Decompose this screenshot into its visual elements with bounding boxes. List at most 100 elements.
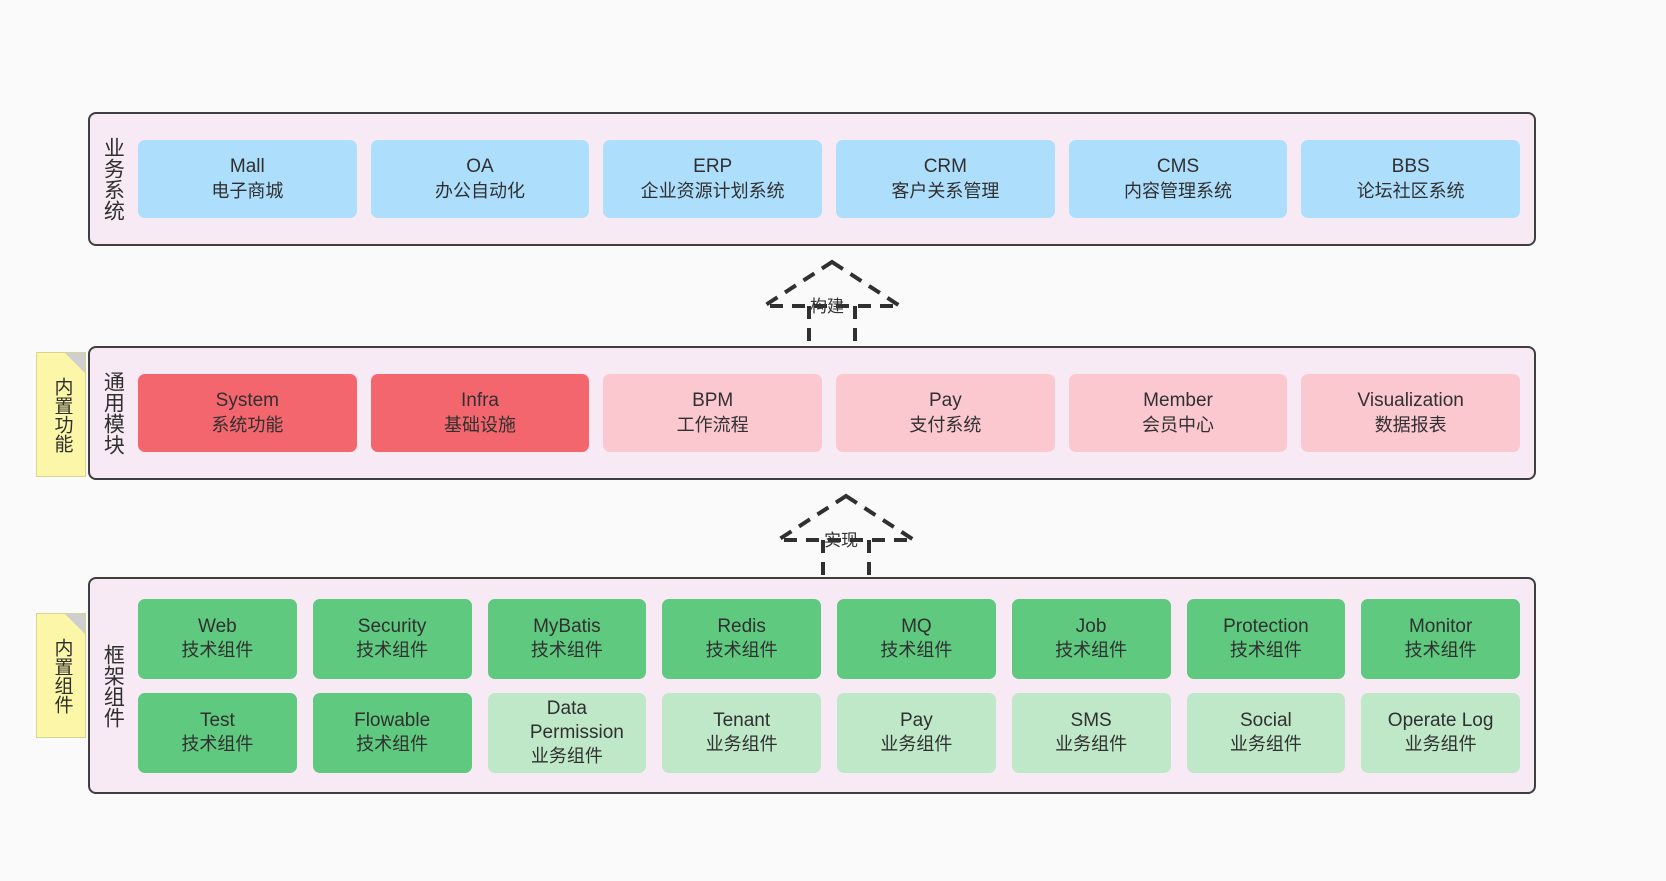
node-subtitle: 论坛社区系统 bbox=[1356, 180, 1465, 201]
node-subtitle: 企业资源计划系统 bbox=[640, 180, 785, 201]
node-subtitle: 工作流程 bbox=[676, 414, 749, 435]
node-subtitle: 系统功能 bbox=[211, 414, 284, 435]
node-test[interactable]: Test 技术组件 bbox=[138, 692, 297, 773]
node-monitor[interactable]: Monitor 技术组件 bbox=[1361, 598, 1520, 679]
node-subtitle: 技术组件 bbox=[181, 734, 254, 755]
node-title: Operate Log bbox=[1387, 709, 1494, 731]
node-subtitle: 基础设施 bbox=[444, 414, 516, 435]
node-title: OA bbox=[466, 156, 494, 178]
node-title: Web bbox=[198, 615, 237, 637]
node-cms[interactable]: CMS 内容管理系统 bbox=[1068, 140, 1288, 218]
connector-label-implement: 实现 bbox=[824, 531, 858, 550]
node-protection[interactable]: Protection 技术组件 bbox=[1186, 598, 1346, 679]
framework-row-business: Test 技术组件 Flowable 技术组件 Data Permission … bbox=[138, 692, 1520, 773]
node-erp[interactable]: ERP 企业资源计划系统 bbox=[603, 140, 823, 218]
layer-title-common-module: 通用模块 bbox=[101, 371, 125, 455]
node-title: MQ bbox=[901, 615, 932, 637]
node-title: Data Permission bbox=[529, 697, 624, 743]
layer-business-system: 业务系统 Mall 电子商城 OA 办公自动化 ERP 企业资源计划系统 CRM… bbox=[88, 112, 1536, 246]
node-title: Monitor bbox=[1408, 615, 1473, 637]
node-title: Flowable bbox=[354, 709, 431, 731]
node-title: SMS bbox=[1070, 709, 1112, 731]
node-subtitle: 电子商城 bbox=[211, 180, 284, 201]
node-job[interactable]: Job 技术组件 bbox=[1011, 598, 1171, 679]
node-subtitle: 技术组件 bbox=[181, 640, 254, 661]
node-title: Security bbox=[357, 615, 427, 637]
node-subtitle: 支付系统 bbox=[909, 414, 982, 435]
node-subtitle: 业务组件 bbox=[1229, 734, 1302, 755]
node-subtitle: 技术组件 bbox=[1229, 640, 1302, 661]
node-member[interactable]: Member 会员中心 bbox=[1068, 374, 1288, 452]
connector-implement: 实现 bbox=[766, 492, 926, 584]
node-subtitle: 技术组件 bbox=[356, 734, 429, 755]
node-title: Test bbox=[199, 709, 235, 731]
node-subtitle: 客户关系管理 bbox=[891, 180, 1000, 201]
node-system[interactable]: System 系统功能 bbox=[138, 374, 357, 452]
layer-framework-component: 框架组件 Web 技术组件 Security 技术组件 MyBatis 技术组件… bbox=[88, 577, 1536, 794]
node-bbs[interactable]: BBS 论坛社区系统 bbox=[1301, 140, 1521, 218]
node-social[interactable]: Social 业务组件 bbox=[1186, 692, 1346, 773]
node-subtitle: 技术组件 bbox=[1404, 640, 1477, 661]
node-web[interactable]: Web 技术组件 bbox=[138, 598, 297, 679]
node-subtitle: 数据报表 bbox=[1374, 414, 1447, 435]
node-title: Mall bbox=[229, 156, 265, 178]
node-mall[interactable]: Mall 电子商城 bbox=[138, 140, 357, 218]
node-subtitle: 业务组件 bbox=[705, 734, 778, 755]
connector-label-build: 构建 bbox=[810, 297, 844, 316]
node-subtitle: 技术组件 bbox=[705, 640, 778, 661]
node-bpm[interactable]: BPM 工作流程 bbox=[603, 374, 823, 452]
node-title: ERP bbox=[693, 156, 733, 178]
connector-build: 构建 bbox=[752, 258, 912, 350]
sticky-note-builtin-component: 内置组件 bbox=[36, 613, 86, 738]
node-tenant[interactable]: Tenant 业务组件 bbox=[662, 692, 821, 773]
node-flowable[interactable]: Flowable 技术组件 bbox=[312, 692, 472, 773]
sticky-note-builtin-function: 内置功能 bbox=[36, 352, 86, 477]
node-title: Job bbox=[1075, 615, 1107, 637]
node-title: Member bbox=[1143, 390, 1213, 412]
node-subtitle: 技术组件 bbox=[530, 640, 603, 661]
node-crm[interactable]: CRM 客户关系管理 bbox=[836, 140, 1055, 218]
node-redis[interactable]: Redis 技术组件 bbox=[662, 598, 821, 679]
node-subtitle: 技术组件 bbox=[1055, 640, 1128, 661]
node-subtitle: 业务组件 bbox=[1055, 734, 1128, 755]
layer-title-framework-component: 框架组件 bbox=[101, 643, 125, 728]
node-pay[interactable]: Pay 支付系统 bbox=[836, 374, 1055, 452]
node-operate-log[interactable]: Operate Log 业务组件 bbox=[1361, 692, 1520, 773]
node-mq[interactable]: MQ 技术组件 bbox=[837, 598, 996, 679]
layer-common-module: 通用模块 System 系统功能 Infra 基础设施 BPM 工作流程 Pay… bbox=[88, 346, 1536, 480]
node-title: CRM bbox=[923, 156, 967, 178]
node-title: Pay bbox=[928, 390, 962, 412]
sticky-fold-corner-icon bbox=[65, 614, 85, 634]
sticky-label: 内置组件 bbox=[51, 637, 73, 714]
node-title: Infra bbox=[460, 390, 500, 412]
node-subtitle: 技术组件 bbox=[880, 640, 953, 661]
node-subtitle: 内容管理系统 bbox=[1124, 180, 1233, 201]
build-arrow-icon bbox=[757, 259, 907, 350]
node-title: CMS bbox=[1156, 156, 1200, 178]
sticky-label: 内置功能 bbox=[51, 376, 73, 453]
node-mybatis[interactable]: MyBatis 技术组件 bbox=[487, 598, 647, 679]
node-title: Visualization bbox=[1357, 390, 1464, 412]
sticky-fold-corner-icon bbox=[65, 353, 85, 373]
framework-row-tech: Web 技术组件 Security 技术组件 MyBatis 技术组件 Redi… bbox=[138, 598, 1520, 679]
node-title: Protection bbox=[1223, 615, 1309, 637]
layer-body-business-system: Mall 电子商城 OA 办公自动化 ERP 企业资源计划系统 CRM 客户关系… bbox=[134, 114, 1534, 244]
node-subtitle: 会员中心 bbox=[1142, 414, 1215, 435]
layer-body-common-module: System 系统功能 Infra 基础设施 BPM 工作流程 Pay 支付系统… bbox=[134, 348, 1534, 478]
node-title: BPM bbox=[692, 390, 734, 412]
node-title: BBS bbox=[1391, 156, 1430, 178]
node-pay-business[interactable]: Pay 业务组件 bbox=[837, 692, 996, 773]
node-title: Social bbox=[1240, 709, 1292, 731]
layer-title-business-system: 业务系统 bbox=[101, 137, 125, 221]
node-oa[interactable]: OA 办公自动化 bbox=[370, 140, 590, 218]
node-infra[interactable]: Infra 基础设施 bbox=[370, 374, 590, 452]
node-security[interactable]: Security 技术组件 bbox=[312, 598, 472, 679]
layer-body-framework-component: Web 技术组件 Security 技术组件 MyBatis 技术组件 Redi… bbox=[134, 579, 1534, 792]
node-visualization[interactable]: Visualization 数据报表 bbox=[1301, 374, 1521, 452]
node-sms[interactable]: SMS 业务组件 bbox=[1011, 692, 1171, 773]
node-title: Tenant bbox=[713, 709, 771, 731]
node-data-permission[interactable]: Data Permission 业务组件 bbox=[487, 692, 647, 773]
node-title: Pay bbox=[900, 709, 933, 731]
node-subtitle: 业务组件 bbox=[1404, 734, 1477, 755]
